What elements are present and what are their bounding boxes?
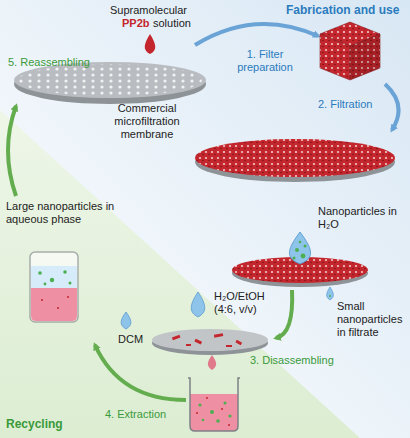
beaker [188,378,240,431]
step-label: 3. Disassembling [250,354,334,367]
membrane-disk [152,329,268,351]
product-label: Large nanoparticles in aqueous phase [6,200,131,226]
dcm-drop [121,312,131,329]
step-label: 5. Reassembling [8,56,90,69]
step-arrow [385,84,399,130]
solution-label: solution [153,17,191,30]
eluate-drop [208,355,216,370]
step-arrow [95,345,186,400]
step-arrow [195,24,318,45]
vial [30,252,78,322]
solution-drop [145,34,156,54]
step-arrow [276,290,292,338]
compound-name: PP2b [122,17,150,30]
solution-label: Supramolecular [110,4,187,17]
nanoparticles [292,241,306,260]
solvent-label: H₂O/EtOH (4:6, v/v) [214,290,276,316]
membrane-pores [18,64,202,96]
solvent-label: DCM [118,333,143,346]
step-label: 4. Extraction [105,408,166,421]
filtrate-label: Small nanoparticles in filtrate [337,300,407,339]
water-drop [289,232,310,264]
step-label: 1. Filter preparation [226,48,304,74]
filter-cube [320,22,380,80]
step-arrow [8,106,16,196]
filter-disk [195,139,395,177]
region-heading: Recycling [6,418,63,431]
region-heading: Fabrication and use [286,4,399,17]
step-label: 2. Filtration [318,98,372,111]
filter-fragments [172,333,242,347]
solvent-drop [191,292,205,317]
filtrate-drop [327,287,334,300]
membrane-label: Commercial microfiltration membrane [92,102,202,141]
sample-label: Nanoparticles in H₂O [318,205,406,231]
